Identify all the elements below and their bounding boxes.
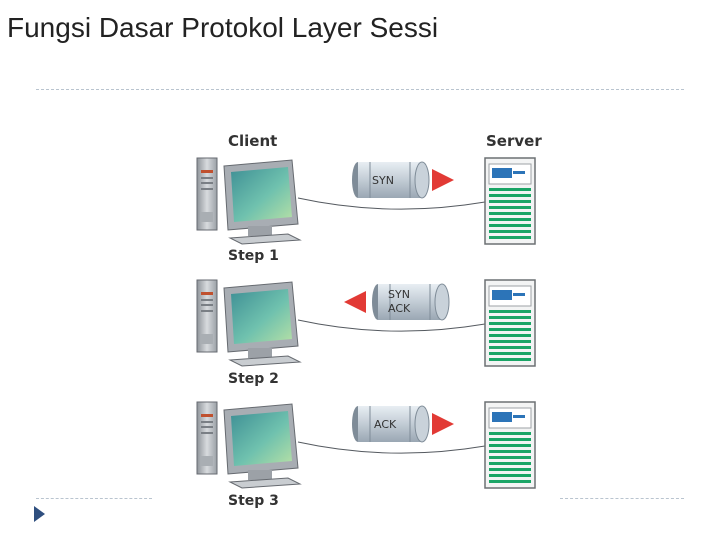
step-1-packet-label: SYN bbox=[372, 174, 394, 187]
client-computer-icon bbox=[196, 157, 301, 245]
client-computer-icon bbox=[196, 401, 301, 489]
step-2-label: Step 2 bbox=[228, 371, 279, 387]
client-computer-icon bbox=[196, 279, 301, 367]
server-icon bbox=[484, 279, 536, 367]
step-1-row: SYN Step 1 bbox=[196, 157, 536, 264]
server-icon bbox=[484, 157, 536, 245]
server-heading: Server bbox=[486, 132, 542, 150]
step-3-packet-label: ACK bbox=[374, 418, 397, 431]
arrow-right-icon bbox=[432, 413, 454, 435]
arrow-left-icon bbox=[344, 291, 366, 313]
arrow-right-icon bbox=[432, 169, 454, 191]
bottom-divider-left bbox=[36, 498, 152, 499]
step-1-label: Step 1 bbox=[228, 248, 279, 264]
server-icon bbox=[484, 401, 536, 489]
step-3-row: ACK Step 3 bbox=[196, 401, 536, 509]
bottom-divider-right bbox=[560, 498, 684, 499]
step-2-row: SYN ACK Step 2 bbox=[196, 279, 536, 387]
step-3-label: Step 3 bbox=[228, 493, 279, 509]
bullet-arrow-icon bbox=[34, 506, 45, 522]
step-2-packet-label-2: ACK bbox=[388, 302, 411, 315]
client-heading: Client bbox=[228, 132, 277, 150]
handshake-diagram: Client Server SYN Step 1 SYN ACK Step 2 … bbox=[196, 132, 542, 509]
top-divider bbox=[36, 89, 684, 90]
slide-title: Fungsi Dasar Protokol Layer Sessi bbox=[7, 12, 439, 43]
step-2-packet-label-1: SYN bbox=[388, 288, 410, 301]
syn-ack-packet-icon bbox=[371, 283, 450, 321]
